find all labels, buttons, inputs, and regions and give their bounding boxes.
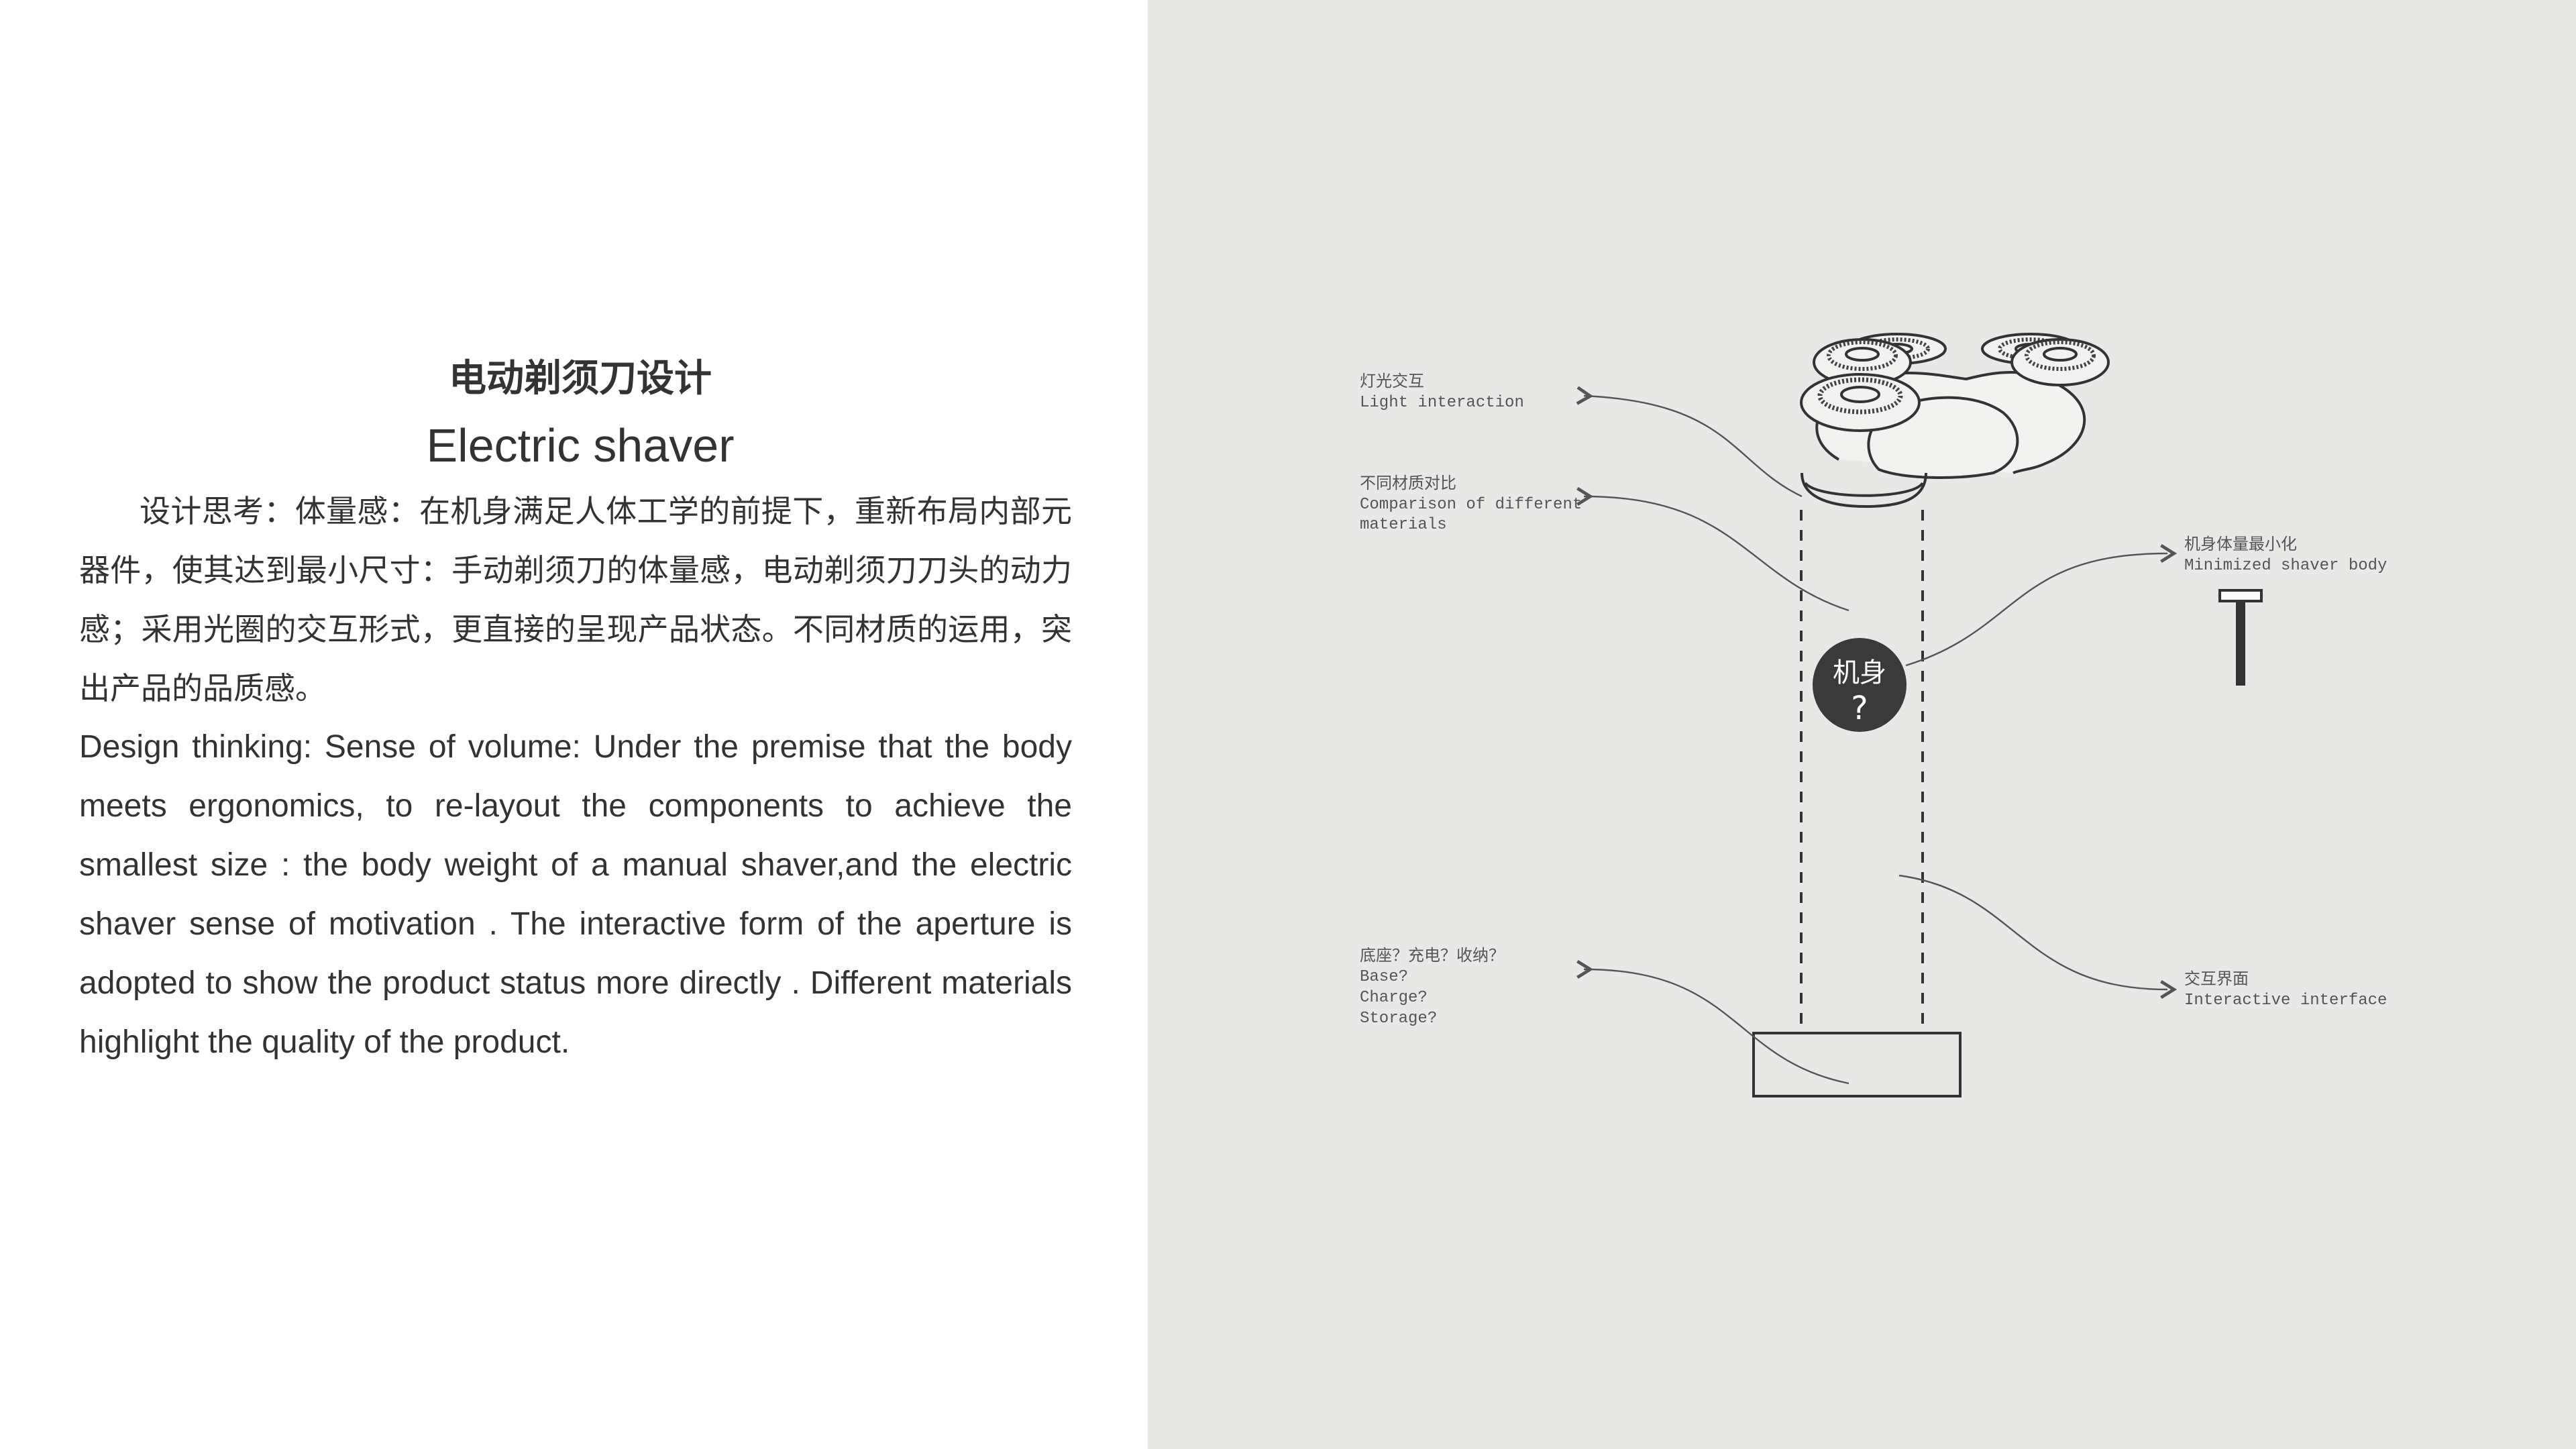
label-base-en-1: Base? xyxy=(1360,968,1408,986)
title-chinese: 电动剃须刀设计 xyxy=(449,357,712,400)
label-interface-en: Interactive interface xyxy=(2184,991,2387,1010)
shaver-head-icon xyxy=(1800,333,2110,508)
label-base-cn: 底座？充电？收纳？ xyxy=(1360,946,1505,965)
description-english: Design thinking: Sense of volume: Under … xyxy=(79,729,1072,1060)
label-minimized-en: Minimized shaver body xyxy=(2184,557,2387,575)
label-material-en-1: Comparison of different xyxy=(1360,496,1582,514)
callout-material xyxy=(1576,486,1849,612)
label-light-en: Light interaction xyxy=(1360,394,1524,412)
body-outline xyxy=(1800,510,1924,1033)
callout-light xyxy=(1576,386,1803,498)
body-badge: 机身 ? xyxy=(1813,638,1907,732)
label-base-en-2: Charge? xyxy=(1360,989,1428,1007)
text-panel: 电动剃须刀设计 Electric shaver 设计思考：体量感：在机身满足人体… xyxy=(0,0,1147,1449)
body-badge-label: 机身 xyxy=(1833,657,1886,688)
diagram-panel: 机身 ? 灯光交互 Light interaction 不同材质对比 Compa… xyxy=(1148,0,2576,1449)
callout-base xyxy=(1576,959,1849,1085)
manual-razor-icon xyxy=(2218,589,2263,686)
description-chinese: 设计思考：体量感：在机身满足人体工学的前提下，重新布局内部元器件，使其达到最小尺… xyxy=(79,494,1072,706)
title-english: Electric shaver xyxy=(426,419,735,472)
label-material-cn: 不同材质对比 xyxy=(1360,474,1456,492)
label-base-en-3: Storage? xyxy=(1360,1010,1437,1028)
base-outline xyxy=(1752,1032,1962,1097)
callout-interface xyxy=(1898,874,2178,1000)
body-badge-question: ? xyxy=(1851,690,1868,727)
description: 设计思考：体量感：在机身满足人体工学的前提下，重新布局内部元器件，使其达到最小尺… xyxy=(79,482,1072,1072)
label-minimized-cn: 机身体量最小化 xyxy=(2184,535,2297,553)
shaver-diagram: 机身 ? 灯光交互 Light interaction 不同材质对比 Compa… xyxy=(1360,333,2387,1097)
callout-minimized xyxy=(1905,543,2178,667)
label-material-en-2: materials xyxy=(1360,516,1447,534)
label-light-cn: 灯光交互 xyxy=(1360,372,1424,390)
label-interface-cn: 交互界面 xyxy=(2184,969,2249,988)
